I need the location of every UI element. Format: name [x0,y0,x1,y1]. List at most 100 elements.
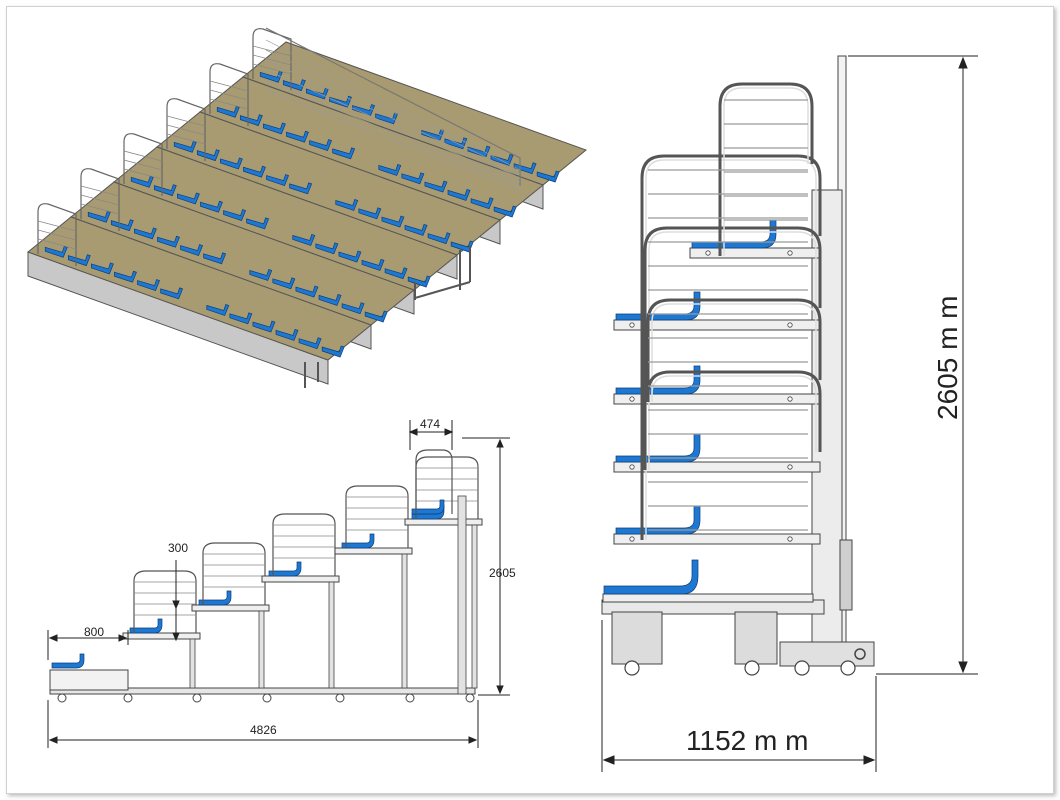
folded-bolt [705,250,711,256]
iso-seat [239,114,263,127]
folded-guard-rail-inner [648,231,817,470]
iso-seat [358,207,382,220]
dim-300 [172,560,180,642]
folded-base-block-1 [611,611,663,665]
folded-wheel [744,660,760,676]
iso-seat [295,285,319,298]
iso-end-rail [252,28,292,91]
folded-base-block-2 [734,611,778,665]
folded-tier-deck [602,593,814,603]
iso-seat [153,184,177,197]
side-rail [272,513,336,576]
folded-guard-rail-inner [645,159,817,540]
iso-seat [292,234,316,246]
iso-seat [282,79,306,92]
iso-seat [157,235,180,248]
iso-seat [110,219,134,232]
side-seat [198,590,232,606]
iso-seat [352,104,376,116]
dim-474-label: 474 [420,417,440,431]
folded-bolt [629,536,635,542]
iso-tiers [26,27,588,385]
iso-rail-bar [166,124,206,136]
iso-seat [252,320,276,333]
iso-seat [134,227,157,240]
iso-seat [289,182,313,195]
iso-seat [378,164,402,176]
folded-guard-rail [643,226,822,470]
iso-seat [493,205,517,218]
iso-seat [447,188,471,201]
side-rail [133,570,197,633]
iso-seat [407,275,431,288]
side-seat [411,499,445,515]
iso-seat [203,252,227,265]
iso-seat [137,279,161,291]
iso-seat [266,174,290,186]
folded-lock-knob [854,648,866,660]
folded-guard-rail [646,298,822,400]
iso-rail-bar [37,238,77,250]
dim-2605-side [462,437,510,696]
iso-back-rail-bar [265,89,521,191]
iso-seat [91,262,114,275]
iso-seat [200,200,223,213]
iso-seat [173,140,197,153]
iso-seat [249,269,273,281]
dim-1152-folded-label: 1152 m m [686,725,808,756]
side-wheel [465,693,475,703]
folded-wheel [840,660,856,676]
side-tier-deck [334,547,413,555]
side-seat [129,618,163,634]
folded-back-frame [811,189,843,651]
folded-guard-rail-inner [651,303,817,400]
folded-seat [603,559,699,595]
iso-rail-bar [37,229,77,241]
folded-bolt [629,396,635,402]
side-leg [401,553,408,689]
iso-rail-bar [209,98,249,110]
side-leg [328,581,335,689]
folded-guard-rail [718,82,814,256]
iso-rail-bar [209,80,249,92]
side-top-rail [415,449,453,514]
iso-rail-bar [209,89,249,101]
dim-4826 [47,700,479,748]
folded-tier-deck [613,461,821,473]
side-rail [345,485,409,548]
iso-seat [470,197,494,210]
iso-end-rail [80,168,120,231]
side-wheel [192,693,202,703]
folded-bolt [787,396,793,402]
iso-seat [196,149,220,162]
iso-back-rail-bar [265,49,521,175]
side-wheel [57,693,67,703]
side-rail [415,456,479,519]
side-seat [268,561,302,577]
iso-seat [275,328,299,341]
folded-motor-box [839,539,853,611]
side-leg [471,524,478,689]
iso-seat [243,165,266,178]
iso-seat [44,245,68,258]
iso-seat [384,267,408,280]
folded-tiers [602,82,822,603]
iso-rail-bar [166,115,206,127]
dim-800 [47,630,129,660]
iso-back-rail-bar [265,39,521,171]
iso-tier-deck [26,216,373,361]
side-tier-deck [122,632,201,640]
iso-back-rail [265,27,521,186]
iso-seat [381,215,405,228]
dim-1152-folded [601,620,877,772]
folded-guard-rail [646,370,822,452]
dim-2605-folded-label: 2605 m m [932,296,963,421]
iso-back-rail-bar [265,69,521,183]
iso-seat [315,242,339,255]
iso-seat [424,180,448,193]
folded-bolt [629,322,635,328]
folded-base-arm [779,641,875,667]
iso-seat [332,147,356,160]
iso-rail-bar [252,54,292,66]
